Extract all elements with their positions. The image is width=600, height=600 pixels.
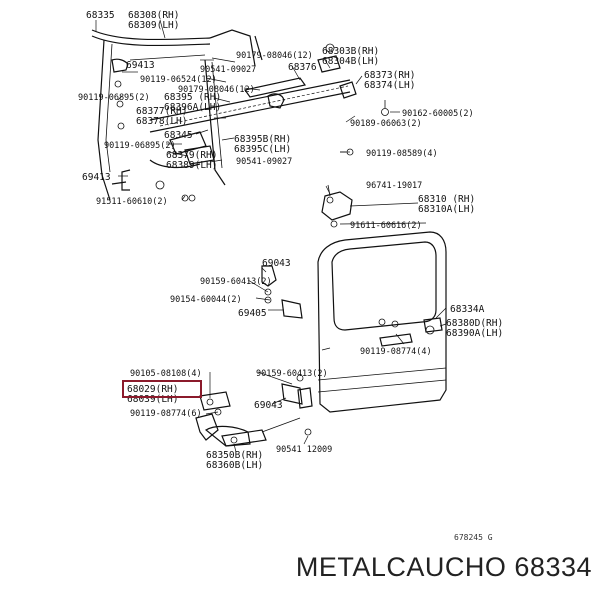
label-90159-a: 90159-60413(2) <box>200 277 272 287</box>
label-90159-b: 90159-60413(2) <box>256 369 328 379</box>
label-68395c: 68395C(LH) <box>234 144 291 155</box>
label-68334a: 68334A <box>450 304 485 315</box>
label-91611: 91611-60616(2) <box>350 221 422 231</box>
label-90119-f: 90119-08774(6) <box>130 409 202 419</box>
rear-door-panel <box>317 231 447 413</box>
brand-caption: METALCAUCHO 68334 <box>295 552 592 582</box>
label-90179-a: 90179-08046(12) <box>236 51 313 61</box>
label-68373: 68373(RH) <box>364 70 415 81</box>
label-90154: 90154-60044(2) <box>170 295 242 305</box>
label-68304b: 68304B(LH) <box>322 56 379 67</box>
label-68377: 68377(RH) <box>136 106 187 117</box>
label-90541-b: 90541-09027 <box>236 157 292 167</box>
part-labels: 68335 68308(RH) 68309(LH) 90179-08046(12… <box>78 10 503 542</box>
label-68039: 68039(LH) <box>127 394 178 405</box>
label-69405: 69405 <box>238 308 267 319</box>
label-90119-b: 90119-06895(2) <box>78 93 150 103</box>
label-69043-b: 69043 <box>254 400 283 411</box>
label-96741: 96741-19017 <box>366 181 422 191</box>
label-90189: 90189-06063(2) <box>350 119 422 129</box>
label-68335: 68335 <box>86 10 115 21</box>
label-68380d: 68380D(RH) <box>446 318 503 329</box>
label-68395b: 68395B(RH) <box>234 134 291 145</box>
label-68310: 68310 (RH) <box>418 194 475 205</box>
label-69413-a: 69413 <box>126 60 155 71</box>
upper-rail-assembly <box>91 29 389 202</box>
label-68374: 68374(LH) <box>364 80 415 91</box>
part-highlight-box <box>122 380 202 398</box>
label-69043-a: 69043 <box>262 258 291 269</box>
door-check-parts <box>261 265 313 409</box>
label-90179-b: 90179-08046(12) <box>178 85 255 95</box>
leader-lines <box>95 19 447 453</box>
label-68379: 68379(RH) <box>166 150 217 161</box>
label-68310a: 68310A(LH) <box>418 204 475 215</box>
label-68360b: 68360B(LH) <box>206 460 263 471</box>
label-68308: 68308(RH) <box>128 10 179 21</box>
label-69413-b: 69413 <box>82 172 111 183</box>
label-68350b: 68350B(RH) <box>206 450 263 461</box>
figure-code: 678245 G <box>454 533 493 542</box>
label-68390a: 68390A(LH) <box>446 328 503 339</box>
label-90541-a: 90541-09027 <box>200 65 256 75</box>
label-90105: 90105-08108(4) <box>130 369 202 379</box>
label-91511: 91511-60610(2) <box>96 197 168 207</box>
label-68396a: 68396A(LH) <box>164 102 221 113</box>
label-68376: 68376 <box>288 62 317 73</box>
label-68029: 68029(RH) <box>127 384 178 395</box>
label-68303b: 68303B(RH) <box>322 46 379 57</box>
label-90119-e: 90119-08774(4) <box>360 347 432 357</box>
label-68309: 68309(LH) <box>128 20 179 31</box>
label-90119-c: 90119-06895(2) <box>104 141 176 151</box>
label-68389: 68389(LH) <box>166 160 217 171</box>
label-90162: 90162-60005(2) <box>402 109 474 119</box>
label-68378: 68378(LH) <box>136 116 187 127</box>
label-90119-a: 90119-06524(12) <box>140 75 217 85</box>
label-68345: 68345 <box>164 130 193 141</box>
label-90541-c: 90541 12009 <box>276 445 332 455</box>
center-hinge-assembly <box>321 184 353 228</box>
label-90119-d: 90119-08589(4) <box>366 149 438 159</box>
lower-hinge <box>195 391 312 447</box>
label-68395: 68395 (RH) <box>164 92 221 103</box>
